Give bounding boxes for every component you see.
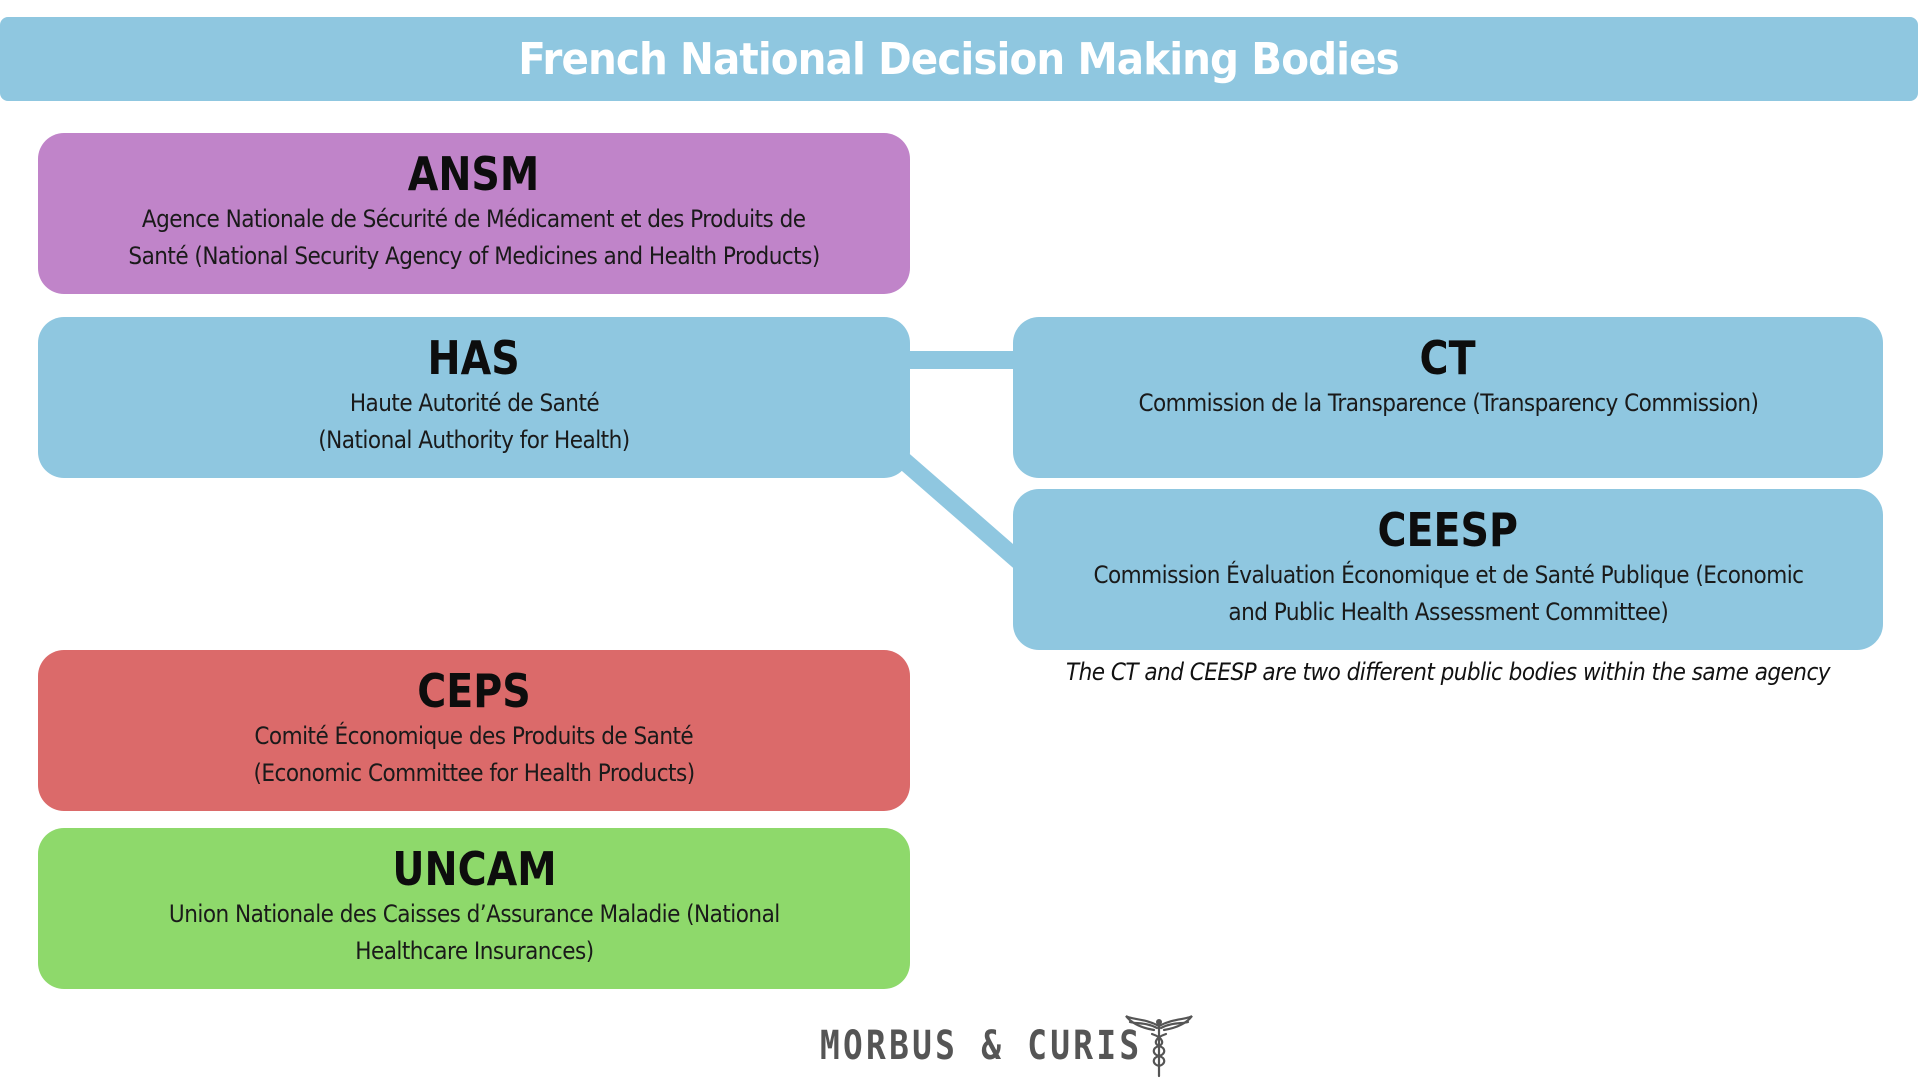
brand-logo-text: MORBUS & CURIS <box>820 1023 1143 1069</box>
box-uncam-line-1: Union Nationale des Caisses d’Assurance … <box>168 900 780 928</box>
box-ceesp: CEESP Commission Évaluation Économique e… <box>1013 489 1883 650</box>
box-ct: CT Commission de la Transparence (Transp… <box>1013 317 1883 478</box>
connector-has-ceesp <box>897 453 1026 569</box>
box-ansm-line-2: Santé (National Security Agency of Medic… <box>128 242 820 270</box>
box-ceps: CEPS Comité Économique des Produits de S… <box>38 650 910 811</box>
diagram-title: French National Decision Making Bodies <box>518 33 1400 85</box>
box-uncam-line-2: Healthcare Insurances) <box>354 937 594 965</box>
box-has: HAS Haute Autorité de Santé (National Au… <box>38 317 910 478</box>
ct-ceesp-note: The CT and CEESP are two different publi… <box>1065 658 1831 686</box>
box-has-acronym: HAS <box>427 331 521 385</box>
caduceus-icon <box>1125 1015 1193 1078</box>
box-ansm-line-1: Agence Nationale de Sécurité de Médicame… <box>142 205 806 233</box>
box-ceps-line-2: (Economic Committee for Health Products) <box>253 759 695 787</box>
box-has-line-1: Haute Autorité de Santé <box>349 389 599 417</box>
box-ct-acronym: CT <box>1419 331 1477 385</box>
box-ceps-acronym: CEPS <box>417 664 531 718</box>
box-uncam: UNCAM Union Nationale des Caisses d’Assu… <box>38 828 910 989</box>
box-has-line-2: (National Authority for Health) <box>318 426 630 454</box>
box-ct-line-1: Commission de la Transparence (Transpare… <box>1138 389 1758 417</box>
box-ansm-acronym: ANSM <box>408 147 540 201</box>
box-ceesp-acronym: CEESP <box>1377 503 1519 557</box>
brand-logo: MORBUS & CURIS <box>820 1014 1194 1078</box>
box-ansm: ANSM Agence Nationale de Sécurité de Méd… <box>38 133 910 294</box>
box-uncam-acronym: UNCAM <box>391 842 557 896</box>
box-ceesp-line-1: Commission Évaluation Économique et de S… <box>1092 561 1804 589</box>
title-banner: French National Decision Making Bodies <box>0 17 1918 101</box>
box-ceesp-line-2: and Public Health Assessment Committee) <box>1228 598 1668 626</box>
box-ceps-line-1: Comité Économique des Produits de Santé <box>254 722 694 750</box>
